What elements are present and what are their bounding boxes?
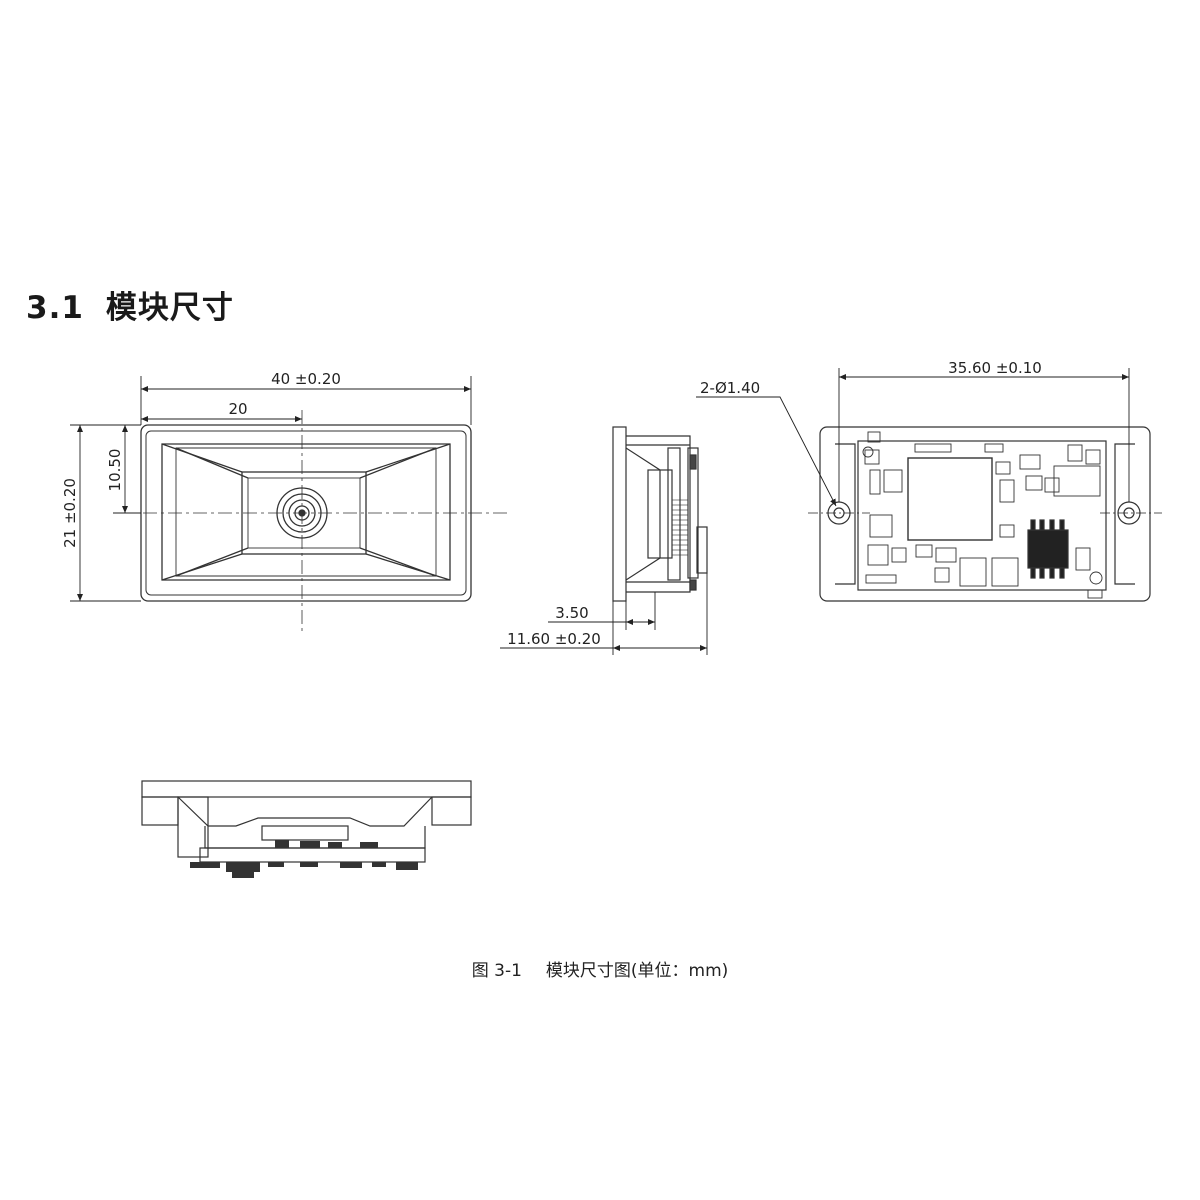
front-dimensions bbox=[70, 376, 472, 602]
section-title: 模块尺寸 bbox=[105, 290, 234, 326]
side-dimensions bbox=[500, 573, 708, 655]
back-view bbox=[819, 426, 1151, 602]
front-window bbox=[161, 443, 451, 581]
bottom-components bbox=[190, 840, 418, 878]
section-number: 3.1 bbox=[26, 290, 84, 326]
side-housing bbox=[625, 447, 661, 581]
back-dimensions bbox=[696, 368, 1162, 514]
soic-chip-icon bbox=[1027, 519, 1069, 579]
side-frame bbox=[612, 426, 627, 602]
depth-dimension: 11.60 ±0.20 bbox=[507, 630, 601, 648]
half-width-dimension: 20 bbox=[228, 400, 247, 418]
figure-caption-text: 模块尺寸图(单位：mm) bbox=[545, 961, 729, 981]
side-pcb bbox=[687, 447, 699, 579]
figure-label: 图 3-1 bbox=[471, 961, 522, 981]
half-height-dimension: 10.50 bbox=[106, 449, 124, 492]
back-frame bbox=[819, 426, 1151, 602]
bottom-view bbox=[141, 780, 472, 878]
figure-caption: 图 3-1 模块尺寸图(单位：mm) bbox=[0, 956, 1200, 981]
side-view bbox=[612, 426, 708, 602]
hole-spacing-dimension: 35.60 ±0.10 bbox=[948, 359, 1042, 377]
back-pcb bbox=[857, 440, 1107, 591]
height-dimension: 21 ±0.20 bbox=[61, 478, 79, 548]
bottom-frame-top bbox=[141, 780, 472, 798]
hole-dimension: 2-Ø1.40 bbox=[700, 379, 760, 397]
bottom-housing-left bbox=[177, 796, 209, 858]
front-inner-rect bbox=[241, 471, 367, 555]
hole-leader-line bbox=[696, 396, 837, 507]
section-heading: 3.1 模块尺寸 bbox=[26, 282, 234, 327]
offset-dimension: 3.50 bbox=[555, 604, 588, 622]
front-view bbox=[118, 410, 510, 632]
main-chip bbox=[907, 457, 993, 541]
width-dimension: 40 ±0.20 bbox=[271, 370, 341, 388]
bottom-pcb bbox=[199, 847, 426, 863]
